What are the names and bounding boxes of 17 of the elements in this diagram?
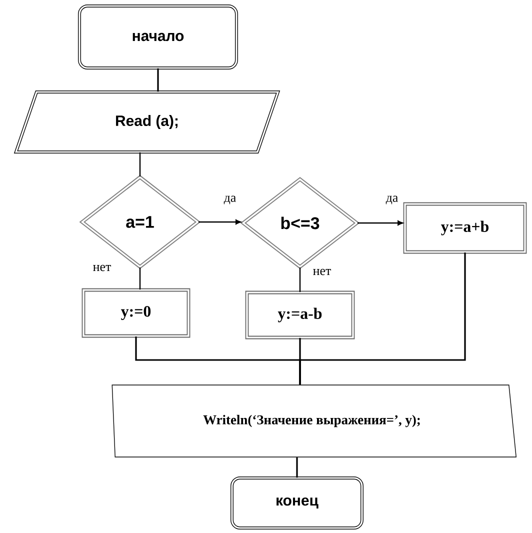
process-box: y:=0 (82, 288, 190, 338)
process-box: y:=a+b (403, 202, 527, 254)
edge-label: нет (92, 264, 112, 272)
connector (198, 220, 241, 224)
terminal-box: конец (230, 476, 364, 530)
connector (296, 457, 298, 478)
connector (358, 220, 403, 226)
connector (157, 68, 159, 92)
connector (299, 252, 466, 385)
terminal-box: начало (78, 4, 238, 70)
process-box: y:=a-b (245, 290, 355, 340)
connector (139, 268, 141, 290)
connector (139, 152, 141, 176)
connector (299, 268, 301, 292)
edge-label: нет (312, 268, 332, 276)
edge-label: да (384, 194, 400, 206)
edge-label: да (222, 194, 238, 206)
